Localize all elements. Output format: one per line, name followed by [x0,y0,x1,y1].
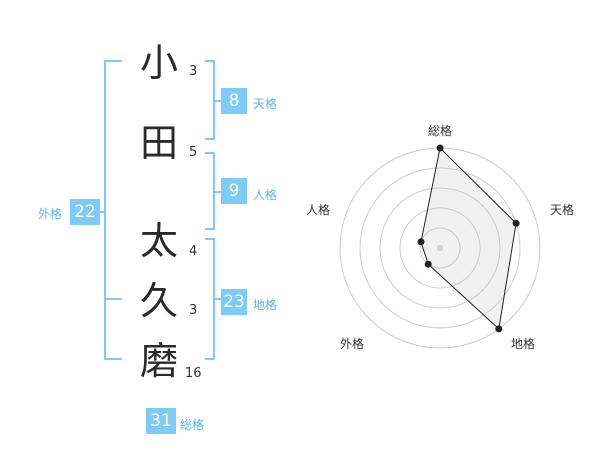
gaikaku-bracket-bottom [104,358,122,360]
radar-axis-label-gaikaku: 外格 [340,337,365,351]
radar-point-5 [417,238,425,246]
name-char-2: 田 [140,121,179,165]
radar-center-dot [437,245,443,251]
name-char-3: 太 [140,219,179,263]
radar-axis-label-tenkaku: 天格 [550,203,575,217]
stroke-count-4: 3 [189,303,198,318]
radar-series-polygon [420,146,517,330]
name-char-5: 磨 [140,339,179,383]
stroke-count-3: 4 [189,244,198,259]
radar-axis-label-chikaku: 地格 [511,337,536,351]
tenkaku-bracket-vertical [213,60,215,140]
radar-point-2 [512,219,520,227]
radar-point-3 [495,325,503,333]
jinkaku-label: 人格 [253,188,278,202]
radar-point-1 [436,144,444,152]
tenkaku-value: 8 [221,88,247,114]
radar-axis-label-soukaku: 総格 [428,124,453,138]
soukaku-value: 31 [146,408,176,434]
gaikaku-value: 22 [70,199,100,225]
soukaku-label: 総格 [180,418,205,432]
radar-grid-ring [359,167,521,329]
stroke-count-1: 3 [189,64,198,79]
tenkaku-bracket-bottom [205,138,215,140]
gaikaku-bracket-mid [104,298,122,300]
radar-grid-ring [399,207,481,289]
chikaku-value: 23 [221,289,247,315]
jinkaku-connector [215,191,221,193]
tenkaku-label: 天格 [253,97,278,111]
gaikaku-label: 外格 [38,207,63,221]
gaikaku-bracket-top [104,60,122,62]
radar-axis-label-jinkaku: 人格 [306,203,331,217]
jinkaku-bracket-vertical [213,152,215,230]
radar-grid-ring [379,187,501,309]
radar-point-4 [424,260,432,268]
jinkaku-bracket-top [205,152,215,154]
jinkaku-bracket-bottom [205,228,215,230]
chikaku-bracket-bottom [205,358,215,360]
jinkaku-value: 9 [221,178,247,204]
chikaku-bracket-vertical [213,238,215,360]
name-char-4: 久 [140,279,179,323]
chikaku-connector [215,298,221,300]
tenkaku-bracket-top [205,60,215,62]
tenkaku-connector [215,100,221,102]
chikaku-label: 地格 [253,298,278,312]
stroke-count-2: 5 [189,145,198,160]
stroke-count-5: 16 [185,366,202,381]
radar-grid-ring [419,227,461,269]
gaikaku-bracket-vertical [104,60,106,360]
name-char-1: 小 [140,41,179,85]
chikaku-bracket-top [205,238,215,240]
